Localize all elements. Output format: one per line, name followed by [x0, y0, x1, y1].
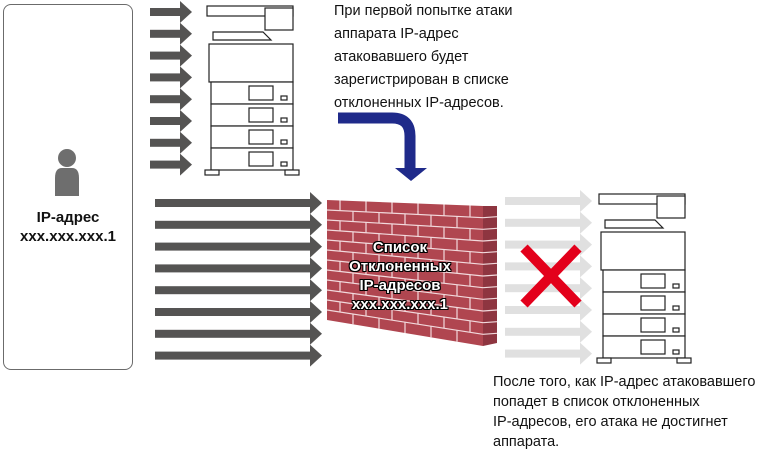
note-line: аппарата. [493, 434, 560, 450]
blocked-arrow [505, 211, 592, 234]
printer-icon [204, 5, 300, 176]
wall-line: IP-адресов [359, 277, 441, 294]
attack-arrow [150, 22, 192, 45]
attack-arrow [155, 279, 322, 302]
note-line: отклоненных IP-адресов. [334, 95, 504, 111]
wall-line: Отклоненных [349, 258, 451, 275]
note-line: При первой попытке атаки [334, 3, 513, 19]
attack-arrow [155, 344, 322, 367]
rejected-list-label: Список Отклоненных IP-адресов xxx.xxx.xx… [330, 238, 470, 314]
brick-wall-icon [326, 200, 498, 346]
attack-arrow [155, 257, 322, 280]
wall-line: xxx.xxx.xxx.1 [352, 296, 448, 313]
attack-arrow [150, 44, 192, 67]
note-line: аппарата IP-адрес [334, 26, 459, 42]
flow-arrow-icon [338, 112, 427, 181]
attack-arrow [155, 235, 322, 258]
attack-arrow [150, 131, 192, 154]
blocked-x-icon [520, 244, 582, 308]
attacker-panel [3, 4, 133, 370]
note-line: атаковавшего будет [334, 49, 469, 65]
blocked-arrow [505, 320, 592, 343]
attack-arrow [155, 322, 322, 345]
note-line: попадет в список отклоненных [493, 394, 700, 410]
note-line: После того, как IP-адрес атаковавшего [493, 374, 756, 390]
blocked-note: После того, как IP-адрес атаковавшего по… [493, 372, 778, 452]
note-line: IP-адресов, его атака не достигнет [493, 414, 728, 430]
attack-arrows-bottom [155, 192, 322, 367]
attack-arrow [150, 88, 192, 111]
blocked-arrow [505, 342, 592, 365]
attack-arrow [155, 213, 322, 236]
attack-arrows-top [150, 1, 192, 176]
attack-arrow [155, 301, 322, 323]
first-attack-note: При первой попытке атаки аппарата IP-адр… [334, 0, 574, 115]
attack-arrow [150, 66, 192, 89]
note-line: зарегистрирован в списке [334, 72, 509, 88]
attack-arrow [150, 153, 192, 176]
blocked-arrow [505, 299, 592, 321]
attacker-label-line1: IP-адрес [36, 209, 100, 226]
blocked-arrow [505, 190, 592, 212]
printer-icon [596, 193, 692, 364]
person-icon [55, 149, 79, 196]
wall-line: Список [372, 239, 428, 256]
attacker-ip-label: IP-адрес xxx.xxx.xxx.1 [3, 208, 133, 246]
blocked-arrow [505, 233, 592, 256]
attack-arrow [150, 1, 192, 23]
attack-arrow [150, 110, 192, 132]
attacker-ip: xxx.xxx.xxx.1 [20, 228, 116, 245]
attack-arrow [155, 192, 322, 214]
